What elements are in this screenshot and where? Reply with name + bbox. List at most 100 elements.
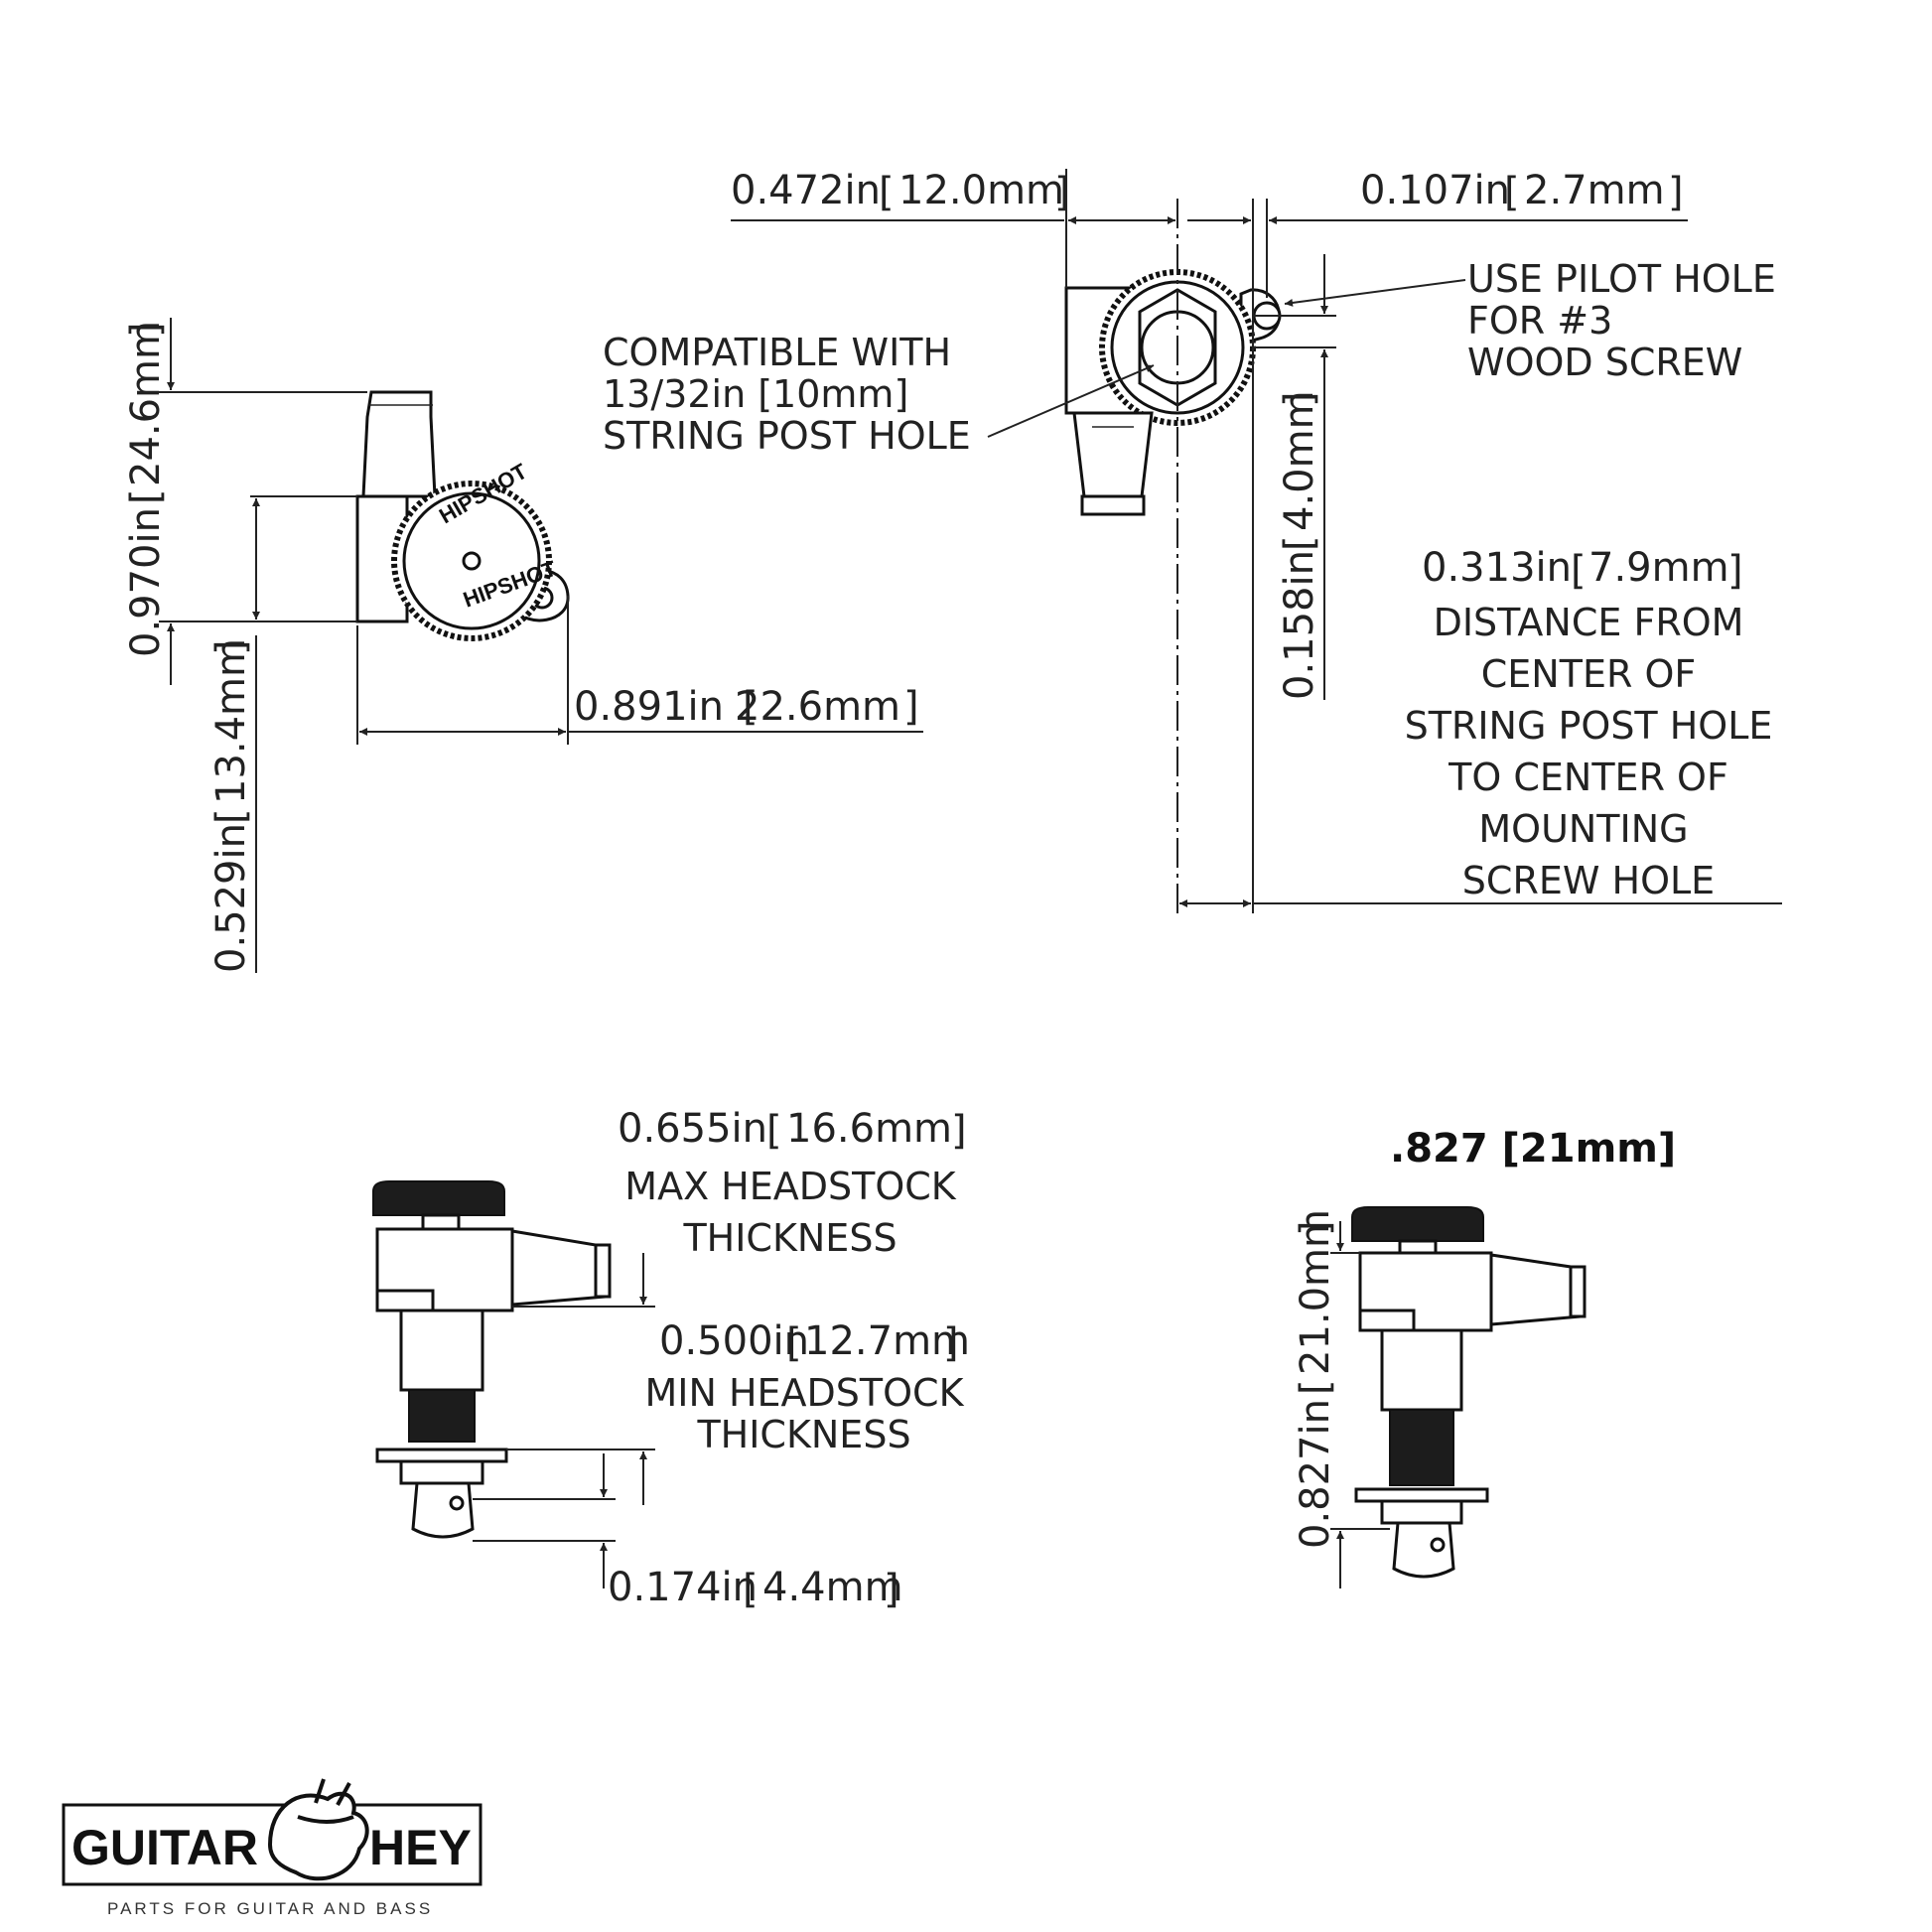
rock-hand-icon (267, 1778, 369, 1881)
bracket-open-n: [ (786, 1320, 802, 1366)
dim-width: 0.891in (574, 684, 724, 730)
bracket-close-d: ] (1727, 548, 1743, 594)
min-washer (1354, 1487, 1489, 1503)
min-knurled-cap (1351, 1206, 1484, 1242)
compatible-note-2: 13/32in [10mm] (603, 372, 908, 416)
dim-max: 0.655in (618, 1106, 767, 1152)
max-note-2: THICKNESS (682, 1216, 897, 1260)
bracket-close-v3: ] (1277, 391, 1322, 407)
logo-right-word: HEY (369, 1820, 472, 1875)
dim-max-mm: 16.6mm (786, 1106, 952, 1152)
pilot-note-3: WOOD SCREW (1467, 341, 1742, 384)
front-view-tuner: 0.655in 16.6mm [ ] MAX HEADSTOCK THICKNE… (372, 1106, 970, 1612)
dim-vertical-mm: 4.0mm (1277, 390, 1322, 531)
dim-distance: 0.313in (1422, 545, 1572, 591)
distance-note-4: TO CENTER OF (1448, 756, 1728, 799)
logo-tagline: PARTS FOR GUITAR AND BASS (107, 1899, 433, 1918)
bottom-right-title: .827 [21mm] (1390, 1126, 1676, 1172)
min-housing-tab (1358, 1309, 1416, 1332)
bracket-close-s: ] (884, 1567, 899, 1612)
dim-min: 0.500in (659, 1318, 809, 1364)
logo-frame (62, 1803, 483, 1886)
min-shaft-tip (1569, 1265, 1587, 1318)
bracket-open-v3: [ (1277, 535, 1322, 551)
dim-lower: 0.529in (208, 823, 254, 973)
dim-vertical: 0.158in (1277, 550, 1322, 700)
compatible-note-1: COMPATIBLE WITH (603, 331, 951, 374)
dim-lower-mm: 13.4mm (208, 638, 254, 804)
min-note-1: MIN HEADSTOCK (644, 1371, 964, 1415)
shaft-housing (1072, 411, 1154, 498)
dim-height-mm: 24.6mm (123, 321, 169, 486)
dim-right: 0.107in (1360, 168, 1510, 213)
min-dim-height: 0.827in (1293, 1399, 1338, 1549)
top-view-tuner: 0.472in 12.0mm [ ] 0.107in 2.7mm [ ] 0.1… (603, 168, 1782, 913)
post-end-hole (449, 1495, 465, 1511)
distance-note-5: MOUNTING (1478, 807, 1688, 851)
button-center (462, 551, 482, 571)
dim-distance-mm: 7.9mm (1588, 545, 1729, 591)
min-nut (1380, 1499, 1463, 1525)
min-bushing (1380, 1328, 1463, 1412)
washer (375, 1448, 508, 1463)
bracket-close-n: ] (943, 1320, 959, 1366)
compatible-note: COMPATIBLE WITH 13/32in [10mm] STRING PO… (603, 331, 971, 458)
nut (399, 1459, 484, 1485)
min-shaft-arm (1489, 1253, 1583, 1326)
bracket-open-m: [ (766, 1108, 782, 1154)
bracket-close: ] (903, 684, 919, 730)
bracket-open-v1: [ (123, 488, 169, 504)
bracket-open-s: [ (743, 1567, 759, 1612)
min-dim-height-mm: 21.0mm (1293, 1209, 1338, 1375)
bracket-open-r: [ (1504, 170, 1520, 215)
bracket-open-d: [ (1571, 548, 1587, 594)
bracket-close-m: ] (951, 1108, 967, 1154)
shaft-tip (594, 1243, 612, 1299)
distance-note-6: SCREW HOLE (1462, 859, 1715, 902)
dim-min-mm: 12.7mm (804, 1318, 970, 1364)
side-view-tuner: HIPSHOT HIPSHOT 0.891in [ 22.6mm ] 0.970… (123, 318, 923, 973)
threaded-post (408, 1389, 476, 1443)
side-view-min-tuner: .827 [21mm] 0.827in 21.0mm [ ] (1293, 1126, 1676, 1588)
pilot-note: USE PILOT HOLE FOR #3 WOOD SCREW (1467, 257, 1776, 384)
distance-note-2: CENTER OF (1481, 652, 1696, 696)
distance-note: DISTANCE FROM CENTER OF STRING POST HOLE… (1405, 601, 1773, 902)
min-post-end-hole (1430, 1537, 1446, 1553)
compatible-note-3: STRING POST HOLE (603, 414, 971, 458)
bracket-close-v4: ] (1293, 1220, 1338, 1236)
dim-left-mm: 12.0mm (898, 168, 1064, 213)
dim-right-mm: 2.7mm (1524, 168, 1665, 213)
cap-neck (421, 1213, 461, 1231)
bracket-close-v2: ] (208, 639, 254, 655)
min-post-end (1392, 1521, 1455, 1579)
dim-left: 0.472in (731, 168, 881, 213)
string-post (361, 390, 437, 498)
gear-housing (375, 1227, 514, 1312)
bracket-close-l: ] (1054, 170, 1070, 215)
bracket-open-v4: [ (1293, 1379, 1338, 1395)
logo-left-word: GUITAR (71, 1820, 258, 1875)
bracket-open-v2: [ (208, 808, 254, 824)
shaft-end (1080, 494, 1146, 516)
distance-note-1: DISTANCE FROM (1434, 601, 1744, 644)
shaft-arm (510, 1229, 608, 1307)
pilot-note-1: USE PILOT HOLE (1467, 257, 1776, 301)
bracket-close-r: ] (1668, 170, 1684, 215)
dim-height: 0.970in (123, 507, 169, 657)
max-note-1: MAX HEADSTOCK (624, 1165, 957, 1208)
housing-tab (375, 1289, 435, 1312)
post-end (411, 1481, 475, 1539)
pilot-note-2: FOR #3 (1467, 299, 1612, 343)
distance-note-3: STRING POST HOLE (1405, 704, 1773, 748)
knurled-cap (372, 1180, 505, 1216)
bracket-open: [ (743, 684, 759, 730)
min-cap-neck (1398, 1239, 1438, 1255)
dim-width-mm: 22.6mm (735, 684, 900, 730)
bracket-close-v1: ] (123, 322, 169, 338)
min-note-2: THICKNESS (696, 1413, 910, 1456)
dim-small: 0.174in (608, 1565, 758, 1610)
bushing (399, 1309, 484, 1392)
min-threaded-post (1389, 1409, 1454, 1486)
